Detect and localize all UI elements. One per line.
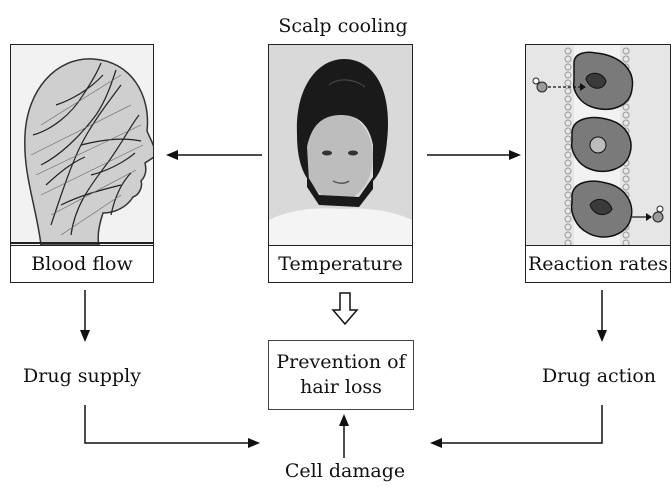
hollow-arrow-temperature-to-prevention bbox=[333, 293, 357, 324]
arrow-drug-supply-to-cell-damage bbox=[85, 405, 258, 443]
arrow-drug-action-to-cell-damage bbox=[432, 405, 602, 443]
